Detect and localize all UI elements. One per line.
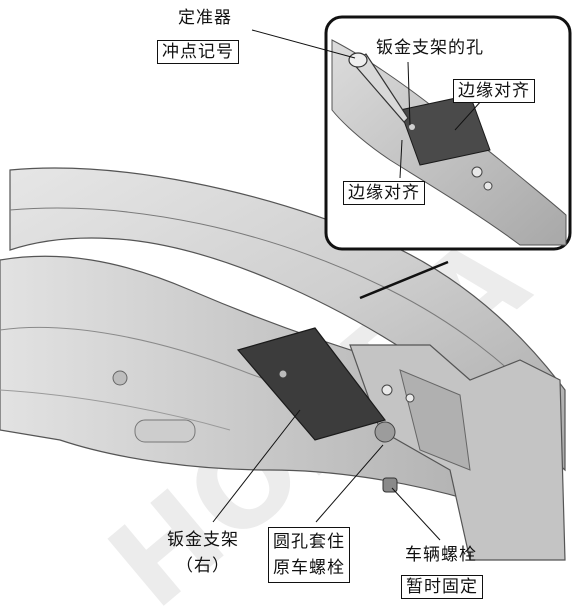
marker-tool-label: 定准器: [178, 8, 232, 28]
bolt-title-label: 车辆螺栓: [405, 545, 477, 565]
inset-bracket: [399, 94, 491, 166]
marker-tool-cap: [348, 52, 368, 68]
sheet-metal-bracket: [236, 327, 387, 441]
leader-bolt: [391, 487, 441, 541]
inset-bolt-2: [483, 181, 493, 191]
bolt-2: [405, 393, 415, 403]
round-hole-line2: 原车螺栓: [273, 558, 345, 578]
inset-bolt-1: [471, 166, 483, 178]
align-edge-upper-label: 边缘对齐: [453, 79, 535, 103]
leader-bracket-hole: [407, 61, 411, 126]
leader-align-upper: [454, 99, 483, 131]
right-pillar-inner: [399, 369, 471, 471]
align-edge-lower-label: 边缘对齐: [343, 181, 425, 205]
inset-leader-line: [359, 260, 449, 300]
lower-frame-ridge-2: [0, 389, 231, 431]
lower-slot: [134, 419, 196, 443]
lower-hole: [112, 370, 128, 386]
inset-hole: [409, 124, 415, 130]
bracket-label-line1: 钣金支架: [167, 530, 239, 550]
punch-note-label: 冲点记号: [157, 40, 239, 64]
leader-marker: [251, 29, 356, 59]
leader-align-lower: [399, 139, 403, 179]
round-hole-line1: 圆孔套住: [273, 532, 345, 552]
bracket-hole-label: 钣金支架的孔: [376, 38, 484, 58]
vehicle-bolt-hole: [374, 421, 396, 443]
bolt-note-label: 暂时固定: [401, 575, 483, 599]
bracket-label: 钣金支架 （右）: [167, 527, 239, 579]
upper-panel-edge: [9, 207, 561, 421]
bolt-stud: [382, 477, 398, 493]
bolt-1: [381, 384, 393, 396]
leader-bracket: [212, 409, 301, 523]
round-hole-label: 圆孔套住 原车螺栓: [268, 527, 350, 583]
bracket-label-line2: （右）: [176, 556, 230, 576]
bracket-hole: [279, 370, 287, 378]
leader-round-hole: [315, 444, 384, 523]
